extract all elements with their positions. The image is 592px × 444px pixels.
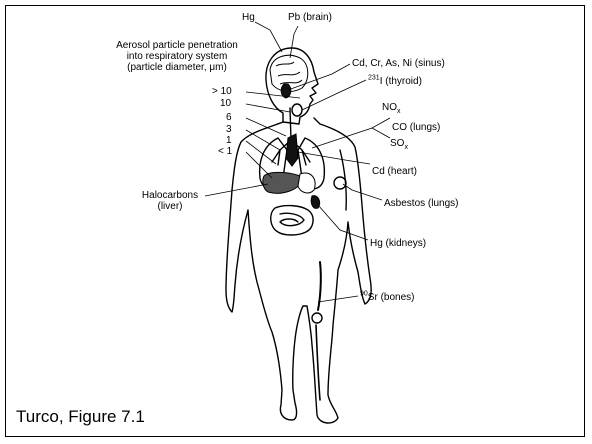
label-size-lt1: < 1 [218, 146, 232, 157]
leader-lungs [312, 118, 390, 148]
trachea [290, 108, 291, 140]
label-cd-heart: Cd (heart) [372, 166, 417, 177]
femur [318, 262, 321, 310]
label-halocarbons: Halocarbons (liver) [132, 190, 208, 212]
label-aerosol-line3: (particle diameter, μm) [112, 62, 242, 73]
leader-bones [318, 296, 358, 302]
leader-heart [298, 152, 370, 164]
leader-asbestos [343, 184, 382, 200]
leader-hg [255, 22, 282, 52]
label-size-3: 3 [226, 124, 232, 135]
nox-subscript: x [397, 108, 401, 115]
leader-kidneys [318, 205, 368, 240]
aerosol-line3-post: ) [224, 62, 227, 73]
body-outline [226, 118, 371, 423]
leader-10 [246, 104, 290, 112]
figure-caption: Turco, Figure 7.1 [16, 407, 145, 427]
label-iodine-thyroid: 231I (thyroid) [368, 76, 422, 87]
arm-joint [334, 177, 346, 189]
label-aerosol: Aerosol particle penetration into respir… [112, 40, 242, 73]
label-metals-sinus: Cd, Cr, As, Ni (sinus) [352, 58, 445, 69]
knee-joint [312, 313, 322, 323]
sr-text: Sr (bones) [368, 292, 415, 303]
label-nox: NOx [382, 102, 401, 113]
label-size-10: 10 [220, 98, 231, 109]
iodine-superscript: 231 [368, 75, 380, 82]
label-co-lungs: CO (lungs) [392, 122, 440, 133]
iodine-text: I (thyroid) [380, 76, 422, 87]
label-size-gt10: > 10 [212, 86, 232, 97]
label-size-1: 1 [226, 135, 232, 146]
intestines [271, 206, 313, 235]
tibia [316, 325, 320, 400]
label-asbestos-lungs: Asbestos (lungs) [384, 198, 458, 209]
label-sox: SOx [390, 138, 408, 149]
thyroid [292, 104, 302, 116]
label-size-6: 6 [226, 112, 232, 123]
stomach [298, 173, 315, 193]
label-aerosol-line2: into respiratory system [112, 51, 242, 62]
leader-gt10 [246, 92, 300, 98]
halocarbons-line1: Halocarbons [132, 190, 208, 201]
heart [286, 134, 298, 166]
sox-subscript: x [404, 144, 408, 151]
nox-base: NO [382, 102, 397, 113]
sox-base: SO [390, 138, 404, 149]
halocarbons-line2: (liver) [132, 201, 208, 212]
aerosol-unit: μm [209, 62, 223, 73]
leader-halocarbons [205, 184, 268, 196]
kidney [311, 196, 319, 209]
leader-pb [290, 26, 298, 58]
label-hg-kidneys: Hg (kidneys) [370, 238, 426, 249]
sr-superscript: 90 [360, 291, 368, 298]
label-aerosol-line1: Aerosol particle penetration [112, 40, 242, 51]
label-pb-brain: Pb (brain) [288, 12, 332, 23]
label-hg-top: Hg [242, 12, 255, 23]
label-sr-bones: 90Sr (bones) [360, 292, 414, 303]
aerosol-line3-pre: (particle diameter, [127, 62, 209, 73]
